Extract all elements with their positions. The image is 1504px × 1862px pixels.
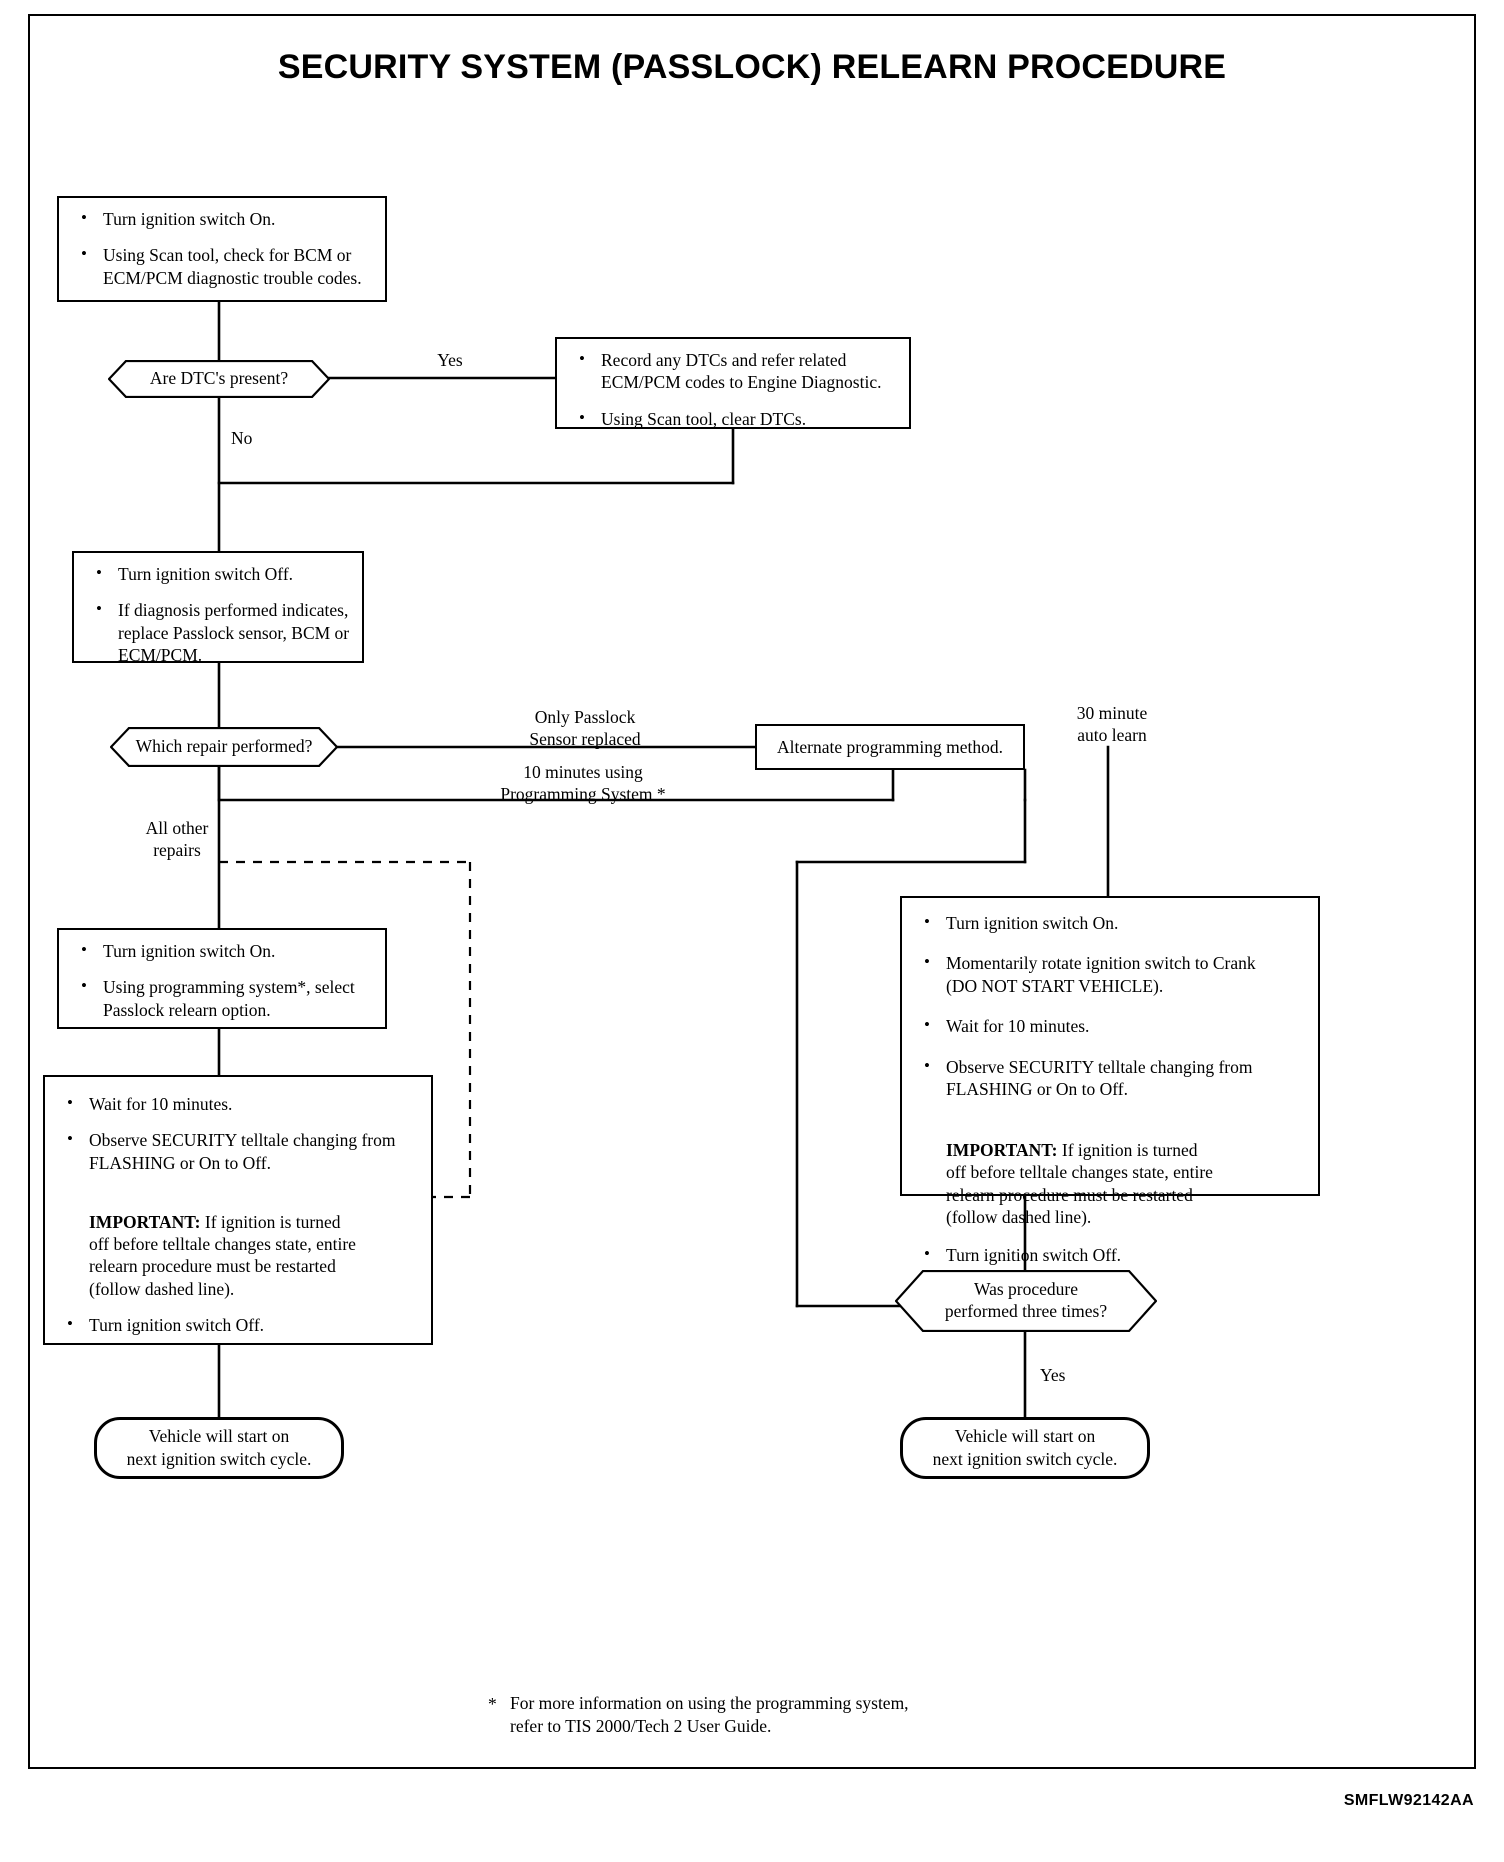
edge-label-ten-minutes: 10 minutes using Programming System * (500, 762, 666, 804)
box7-bullet-3: Wait for 10 minutes. (916, 1014, 1306, 1037)
box7-bullet-1: Turn ignition switch On. (916, 911, 1306, 934)
box-turn-ignition-off-replace: Turn ignition switch Off. If diagnosis p… (72, 551, 364, 666)
box5-bullet-2: Using programming system*, select Passlo… (73, 975, 373, 1021)
hexagon-shape (895, 1270, 1157, 1332)
decision-was-procedure-performed-three-times: Was procedure performed three times? (895, 1270, 1157, 1332)
page-title: SECURITY SYSTEM (PASSLOCK) RELEARN PROCE… (277, 48, 1227, 86)
terminal1-label: Vehicle will start on next ignition swit… (126, 1425, 312, 1469)
box7-bullet-6: Turn ignition switch Off. (916, 1243, 1306, 1266)
decision3-label: Was procedure performed three times? (944, 1279, 1108, 1321)
box-alt-label: Alternate programming method. (777, 736, 1003, 757)
hexagon-shape (110, 727, 338, 767)
box7-bullet-2: Momentarily rotate ignition switch to Cr… (916, 951, 1306, 997)
terminal-vehicle-will-start-right: Vehicle will start on next ignition swit… (900, 1417, 1150, 1479)
edge-label-all-other-repairs: All other repairs (145, 818, 209, 860)
box3-bullet-2: If diagnosis performed indicates, replac… (88, 598, 350, 666)
box6-bullet-2: Observe SECURITY telltale changing from … (59, 1128, 419, 1174)
box6-bullet-4: Turn ignition switch Off. (59, 1313, 419, 1336)
box6-bullet-1: Wait for 10 minutes. (59, 1092, 419, 1115)
box-programming-system-relearn: Turn ignition switch On. Using programmi… (57, 928, 387, 1029)
box1-bullet-2: Using Scan tool, check for BCM or ECM/PC… (73, 243, 373, 289)
decision-which-repair-performed: Which repair performed? (110, 727, 338, 767)
edge-label-only-passlock: Only Passlock Sensor replaced (529, 707, 641, 749)
decision2-label: Which repair performed? (135, 736, 313, 757)
box6-important: IMPORTANT: If ignition is turned off bef… (59, 1188, 419, 1300)
edge-label-thirty-minute: 30 minute auto learn (1076, 703, 1148, 745)
box7-important-label: IMPORTANT: (946, 1139, 1058, 1160)
decision-are-dtcs-present: Are DTC's present? (108, 360, 330, 398)
box6-important-text: If ignition is turned off before telltal… (89, 1211, 356, 1299)
box1-bullet-1: Turn ignition switch On. (73, 207, 373, 230)
box5-bullet-1: Turn ignition switch On. (73, 939, 373, 962)
footnote: * For more information on using the prog… (488, 1692, 1008, 1738)
box3-bullet-1: Turn ignition switch Off. (88, 562, 350, 585)
box7-bullet-4: Observe SECURITY telltale changing from … (916, 1055, 1306, 1101)
box7-important: IMPORTANT: If ignition is turned off bef… (916, 1116, 1306, 1228)
drawing-code: SMFLW92142AA (1343, 1792, 1474, 1809)
terminal-vehicle-will-start-left: Vehicle will start on next ignition swit… (94, 1417, 344, 1479)
box-wait-observe-telltale-left: Wait for 10 minutes. Observe SECURITY te… (43, 1075, 433, 1345)
edge-label-yes-2: Yes (1040, 1365, 1066, 1385)
box-check-dtcs: Turn ignition switch On. Using Scan tool… (57, 196, 387, 302)
hexagon-shape (108, 360, 330, 398)
box7-important-text: If ignition is turned off before telltal… (946, 1139, 1213, 1227)
page-border (28, 14, 1476, 1769)
box2-bullet-2: Using Scan tool, clear DTCs. (571, 407, 897, 430)
decision1-label: Are DTC's present? (149, 368, 289, 389)
box6-important-label: IMPORTANT: (89, 1211, 201, 1232)
edge-label-no-1: No (231, 428, 253, 448)
box-alternate-programming-method: Alternate programming method. (755, 724, 1025, 770)
terminal2-label: Vehicle will start on next ignition swit… (932, 1425, 1118, 1469)
footnote-star: * (488, 1694, 497, 1714)
box-record-dtcs: Record any DTCs and refer related ECM/PC… (555, 337, 911, 429)
footnote-text: For more information on using the progra… (510, 1693, 909, 1736)
edge-label-yes-1: Yes (437, 350, 463, 370)
box2-bullet-1: Record any DTCs and refer related ECM/PC… (571, 348, 897, 394)
box-auto-learn-procedure-right: Turn ignition switch On. Momentarily rot… (900, 896, 1320, 1265)
